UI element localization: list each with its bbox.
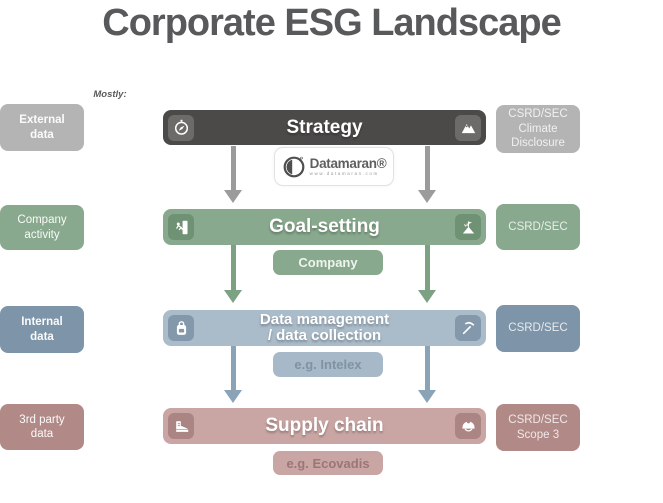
right-box-csrd-data: CSRD/SEC	[496, 305, 580, 352]
right-box-csrd-climate: CSRD/SEC Climate Disclosure	[496, 105, 580, 153]
bar-goal-setting-label: Goal-setting	[269, 216, 380, 237]
below-box-company: Company	[273, 250, 383, 275]
bar-data-management-label: Data management / data collection	[259, 310, 390, 344]
bar-data-management: Data management / data collection	[163, 310, 486, 346]
arrow-goal-right	[418, 245, 436, 303]
pickaxe-icon	[455, 315, 481, 341]
arrow-data-right	[418, 346, 436, 403]
bar-supply-chain-label: Supply chain	[265, 415, 384, 436]
bar-supply-chain: Supply chain	[163, 408, 486, 444]
bar-strategy-label: Strategy	[286, 116, 363, 138]
right-box-csrd-scope3: CSRD/SEC Scope 3	[496, 404, 580, 451]
left-box-3rd-party-data: 3rd party data	[0, 404, 84, 450]
helmet-icon	[455, 413, 481, 439]
datamaran-logo: Datamaran® www.datamaran.com	[274, 147, 394, 186]
climber-icon	[168, 214, 194, 240]
logo-url: www.datamaran.com	[309, 170, 379, 176]
left-box-internal-data: Internal data	[0, 306, 84, 353]
left-box-external-data: External data	[0, 104, 84, 151]
hiking-boot-icon	[168, 413, 194, 439]
bar-goal-setting: Goal-setting	[163, 209, 486, 245]
below-box-ecovadis: e.g. Ecovadis	[273, 451, 383, 475]
logo-wordmark: Datamaran®	[309, 156, 387, 171]
compass-icon	[168, 114, 194, 141]
mostly-annotation: Mostly:	[93, 89, 127, 100]
arrow-data-left	[224, 346, 242, 403]
bar-strategy: Strategy	[163, 110, 486, 145]
summit-flag-icon	[455, 214, 481, 240]
right-box-csrd-goal: CSRD/SEC	[496, 204, 580, 250]
page-title: Corporate ESG Landscape	[102, 2, 561, 44]
arrow-goal-left	[224, 245, 242, 303]
arrow-strategy-right	[418, 146, 436, 203]
arrow-strategy-left	[224, 146, 242, 203]
left-box-company-activity: Company activity	[0, 205, 84, 250]
below-box-intelex: e.g. Intelex	[273, 352, 383, 377]
backpack-icon	[168, 315, 194, 341]
mountain-peaks-icon	[455, 114, 481, 141]
datamaran-mark-icon	[283, 156, 305, 177]
